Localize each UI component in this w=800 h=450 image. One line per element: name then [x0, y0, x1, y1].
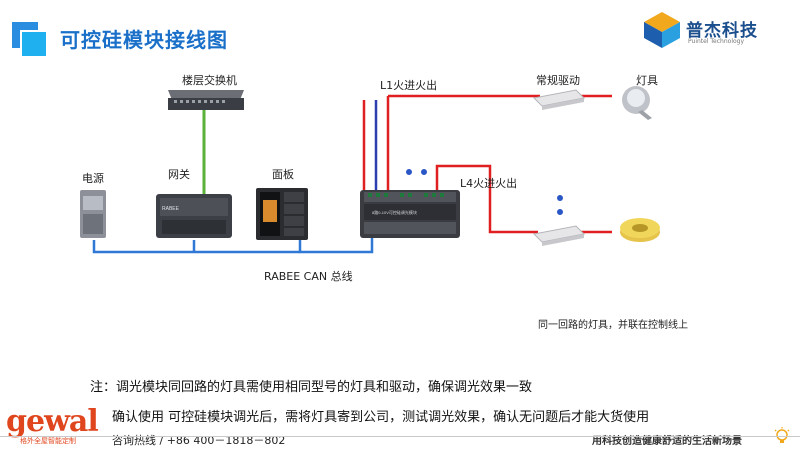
title-logo-mark [12, 22, 48, 58]
l4-label: L4火进火出 [460, 177, 518, 190]
terminal-dots [406, 169, 563, 215]
slogan-text: 用科技创造健康舒适的生活新场景 [592, 436, 742, 447]
switch-label: 楼层交换机 [182, 74, 237, 87]
gewal-logo-sub: 格外全屋智能定制 [20, 437, 76, 445]
can-bus-line [92, 240, 300, 254]
lamp-label: 灯具 [636, 74, 658, 87]
can-bus-line-3 [298, 238, 374, 254]
scr-dimming-module-device [360, 190, 460, 238]
led-strip-lamp [620, 218, 660, 242]
driver-device-1 [532, 89, 586, 110]
footer-divider [0, 436, 800, 437]
gewal-logo: gewal [6, 404, 99, 439]
control-panel-device [256, 188, 308, 240]
gateway-brand-text: RABEE [162, 206, 180, 212]
floor-switch-device [168, 90, 244, 110]
brand-subtitle: Puintel Technology [688, 38, 745, 45]
brand-logo: 普杰科技 Puintel Technology [640, 10, 790, 50]
module-name-text: 8路0-10V可控硅调光模块 [372, 209, 417, 215]
driver-label: 常规驱动 [536, 74, 580, 87]
power-supply-device [80, 190, 106, 238]
hotline-text: 咨询热线 / +86 400－1818－802 [112, 434, 286, 447]
driver-device-2 [532, 225, 586, 246]
spotlight-lamp [622, 86, 652, 120]
can-bus-label: RABEE CAN 总线 [264, 270, 353, 283]
footer: gewal 格外全屋智能定制 咨询热线 / +86 400－1818－802 用… [0, 404, 800, 450]
power-label: 电源 [82, 172, 104, 185]
brand-name: 普杰科技 [686, 21, 758, 41]
note-line-1: 注：调光模块同回路的灯具需使用相同型号的灯具和驱动，确保调光效果一致 [90, 380, 533, 395]
l4-live [435, 164, 538, 234]
bulb-icon [774, 427, 790, 443]
parallel-note: 同一回路的灯具，并联在控制线上 [538, 320, 688, 331]
note-line-2: 确认使用 可控硅模块调光后，需将灯具寄到公司，测试调光效果，确认无问题后才能大货… [112, 410, 650, 425]
brand-cube-icon [644, 12, 680, 48]
l1-label: L1火进火出 [380, 79, 438, 92]
gateway-device [156, 194, 232, 238]
page-title: 可控硅模块接线图 [60, 28, 228, 52]
panel-label: 面板 [272, 168, 294, 181]
wiring-diagram: RABEE 8路0-10V可控硅调光模块 [80, 86, 660, 254]
gateway-label: 网关 [168, 168, 190, 181]
